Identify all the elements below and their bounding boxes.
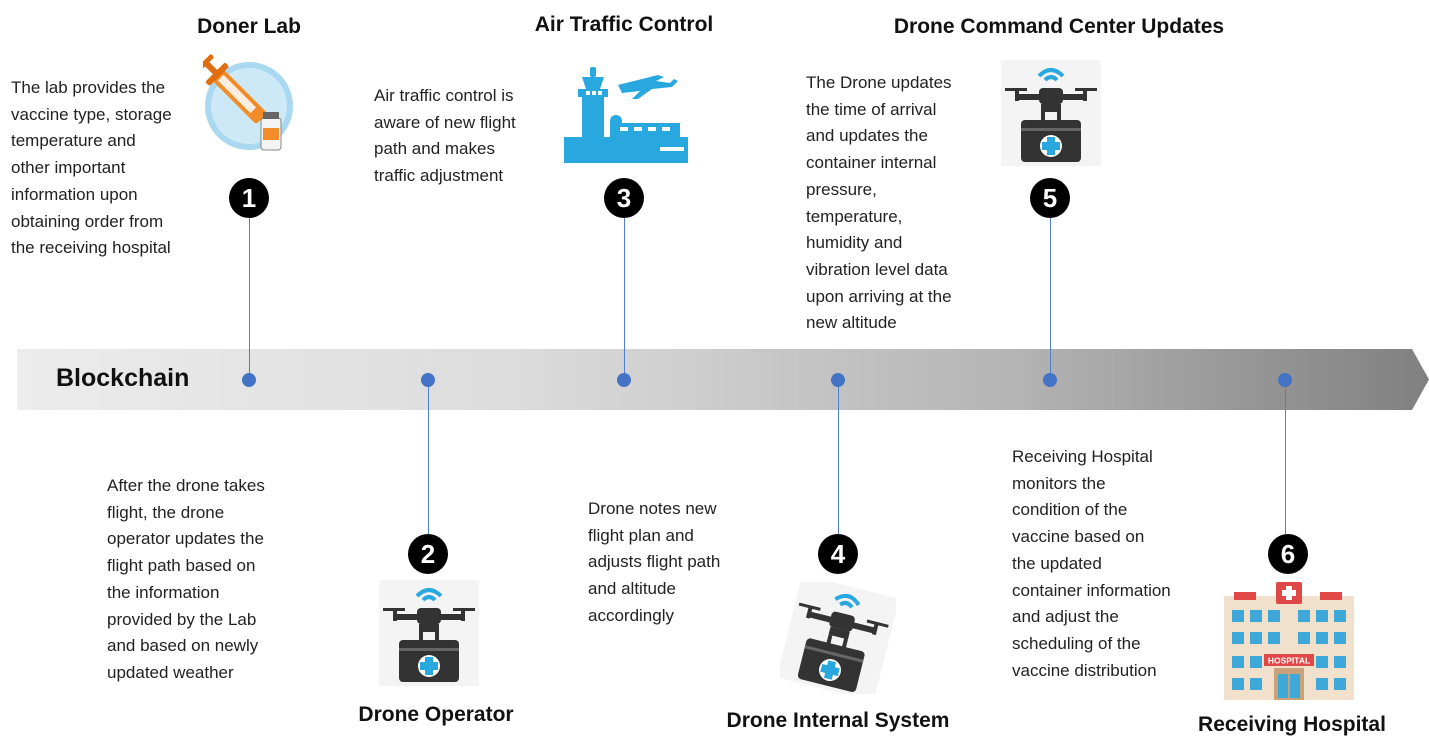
step-number-3: 3 xyxy=(604,178,644,218)
connector-line-3 xyxy=(624,218,625,380)
step-description-5: The Drone updates the time of arrival an… xyxy=(806,73,952,333)
drone-medical-box-icon xyxy=(780,582,896,694)
step-description-2: After the drone takes flight, the drone … xyxy=(107,476,265,682)
step-description-6: Receiving Hospital monitors the conditio… xyxy=(1012,447,1171,680)
step-title-6: Receiving Hospital xyxy=(1198,713,1386,736)
step-title-2: Drone Operator xyxy=(358,703,514,726)
step-number-1: 1 xyxy=(229,178,269,218)
step-description-1: The lab provides the vaccine type, stora… xyxy=(11,78,172,258)
connector-line-2 xyxy=(428,380,429,534)
step-number-4: 4 xyxy=(818,534,858,574)
connector-line-4 xyxy=(838,380,839,534)
step-description-4: Drone notes new flight plan and adjusts … xyxy=(588,499,721,625)
blockchain-dot-6 xyxy=(1278,373,1292,387)
step-number-5: 5 xyxy=(1030,178,1070,218)
connector-line-5 xyxy=(1050,218,1051,380)
blockchain-band xyxy=(17,349,1429,410)
step-title-4: Drone Internal System xyxy=(726,709,950,732)
control-tower-airplane-icon xyxy=(564,67,688,163)
blockchain-dot-1 xyxy=(242,373,256,387)
connector-line-1 xyxy=(249,218,250,380)
drone-medical-box-icon xyxy=(1001,60,1101,166)
step-title-1: Doner Lab xyxy=(197,15,301,38)
blockchain-dot-2 xyxy=(421,373,435,387)
step-title-3: Air Traffic Control xyxy=(534,13,714,36)
syringe-vial-icon xyxy=(203,54,293,151)
blockchain-label: Blockchain xyxy=(56,364,190,392)
hospital-sign-text: HOSPITAL xyxy=(1268,656,1310,666)
step-title-5: Drone Command Center Updates xyxy=(893,15,1225,38)
step-number-2: 2 xyxy=(408,534,448,574)
blockchain-dot-3 xyxy=(617,373,631,387)
blockchain-dot-5 xyxy=(1043,373,1057,387)
connector-line-6 xyxy=(1285,380,1286,534)
blockchain-dot-4 xyxy=(831,373,845,387)
drone-medical-box-icon xyxy=(379,580,479,686)
hospital-building-icon: HOSPITAL xyxy=(1224,582,1354,700)
step-description-3: Air traffic control is aware of new flig… xyxy=(374,86,516,186)
step-number-6: 6 xyxy=(1268,534,1308,574)
